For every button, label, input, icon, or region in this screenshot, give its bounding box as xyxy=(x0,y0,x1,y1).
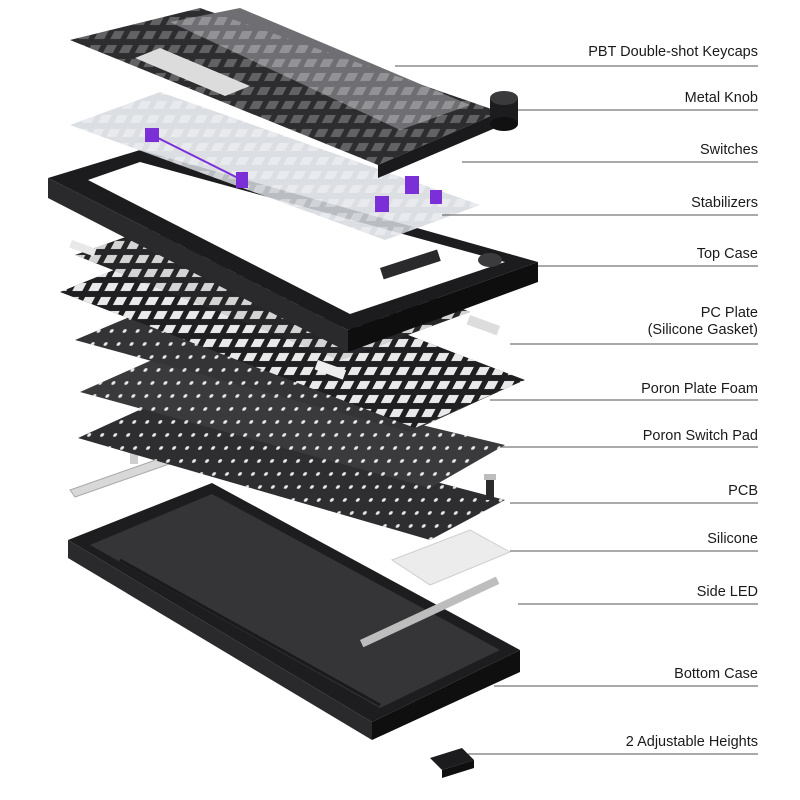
poron-switch-pad xyxy=(80,360,505,488)
label-poron-switch-pad: Poron Switch Pad xyxy=(642,428,758,444)
label-metal-knob: Metal Knob xyxy=(684,90,758,106)
label-adjustable-heights: 2 Adjustable Heights xyxy=(625,734,758,750)
label-pc-plate: PC Plate (Silicone Gasket) xyxy=(648,305,758,339)
label-pc-plate-line1: PC Plate xyxy=(700,305,758,321)
stabilizers xyxy=(145,128,442,212)
label-keycaps: PBT Double-shot Keycaps xyxy=(588,44,758,60)
label-switches: Switches xyxy=(699,142,758,158)
silicone xyxy=(390,529,512,586)
label-side-led: Side LED xyxy=(696,584,758,600)
label-poron-plate-foam: Poron Plate Foam xyxy=(641,381,758,397)
label-pc-plate-line2: (Silicone Gasket) xyxy=(647,322,758,338)
bottom-case xyxy=(68,483,520,740)
label-bottom-case: Bottom Case xyxy=(674,666,758,682)
label-stabilizers: Stabilizers xyxy=(691,195,758,211)
label-top-case: Top Case xyxy=(696,246,758,262)
leader-lines xyxy=(395,65,758,755)
pcb xyxy=(78,406,505,540)
label-pcb: PCB xyxy=(728,483,758,499)
keycaps xyxy=(70,8,500,178)
label-silicone: Silicone xyxy=(707,531,758,547)
top-case xyxy=(48,150,538,352)
adjustable-feet xyxy=(430,748,474,778)
metal-knob xyxy=(490,91,518,131)
